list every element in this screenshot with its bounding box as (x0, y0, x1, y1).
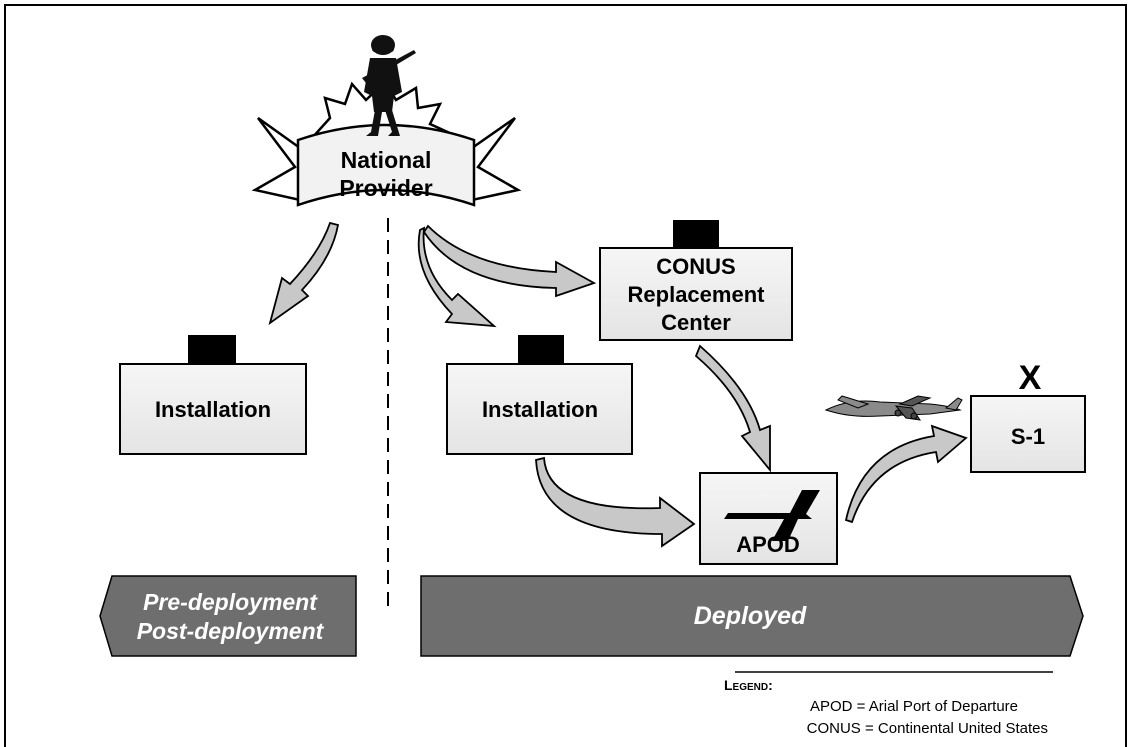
legend-title: Legend: (724, 677, 773, 693)
installation-right-node: Installation (446, 335, 633, 455)
installation-left-node: Installation (119, 335, 307, 455)
installation-right-box (446, 363, 633, 455)
arrow-provider-to-conus (422, 224, 597, 298)
arrow-conus-to-apod (694, 344, 771, 473)
national-provider-banner: National Provider (251, 80, 522, 207)
apod-label: APOD (736, 532, 800, 557)
unit-flag-marker (518, 335, 564, 365)
legend-entry-conus: CONUS = Continental United States (807, 720, 1048, 737)
ribbon-body (296, 123, 476, 207)
phase-banner-left: Pre-deployment Post-deployment (99, 575, 357, 657)
installation-left-label: Installation (155, 397, 271, 422)
conus-center-node: CONUS Replacement Center (599, 220, 793, 341)
s1-node: X S-1 (970, 359, 1086, 473)
arrow-apod-to-s1 (844, 424, 968, 524)
national-provider-line1: National (341, 147, 432, 173)
phase-banner-left-shape (99, 575, 357, 657)
s1-label: S-1 (1011, 424, 1045, 449)
national-provider-line2: Provider (339, 175, 432, 201)
phase-banner-right-shape (420, 575, 1084, 657)
flow-arrows (268, 221, 968, 548)
soldier-icon (362, 35, 416, 136)
installation-right-label: Installation (482, 397, 598, 422)
s1-echelon-symbol: X (1019, 359, 1042, 397)
unit-flag-marker (673, 220, 719, 249)
arrow-provider-to-installation-right (417, 226, 497, 328)
phase-pre-deployment: Pre-deployment (143, 589, 318, 615)
conus-line2: Replacement (628, 282, 766, 307)
s1-box (970, 395, 1086, 473)
ribbon-right-tail (470, 116, 522, 202)
legend: Legend: APOD = Arial Port of Departure C… (724, 671, 1053, 737)
phase-banner-right: Deployed (420, 575, 1084, 657)
conus-line3: Center (661, 310, 731, 335)
aircraft-icon (824, 395, 963, 421)
phase-deployed: Deployed (694, 602, 807, 630)
installation-left-box (119, 363, 307, 455)
arrow-provider-to-installation-left (268, 221, 340, 326)
conus-line1: CONUS (656, 254, 735, 279)
apod-node: APOD (699, 472, 838, 565)
legend-entry-apod: APOD = Arial Port of Departure (810, 698, 1018, 715)
unit-flag-marker (188, 335, 236, 365)
ribbon-left-tail (251, 116, 302, 202)
diagram-frame (4, 4, 1127, 747)
phase-post-deployment: Post-deployment (137, 618, 325, 644)
arrow-installation-to-apod (535, 456, 696, 548)
airfield-icon (724, 490, 820, 541)
conus-center-box (599, 247, 793, 341)
